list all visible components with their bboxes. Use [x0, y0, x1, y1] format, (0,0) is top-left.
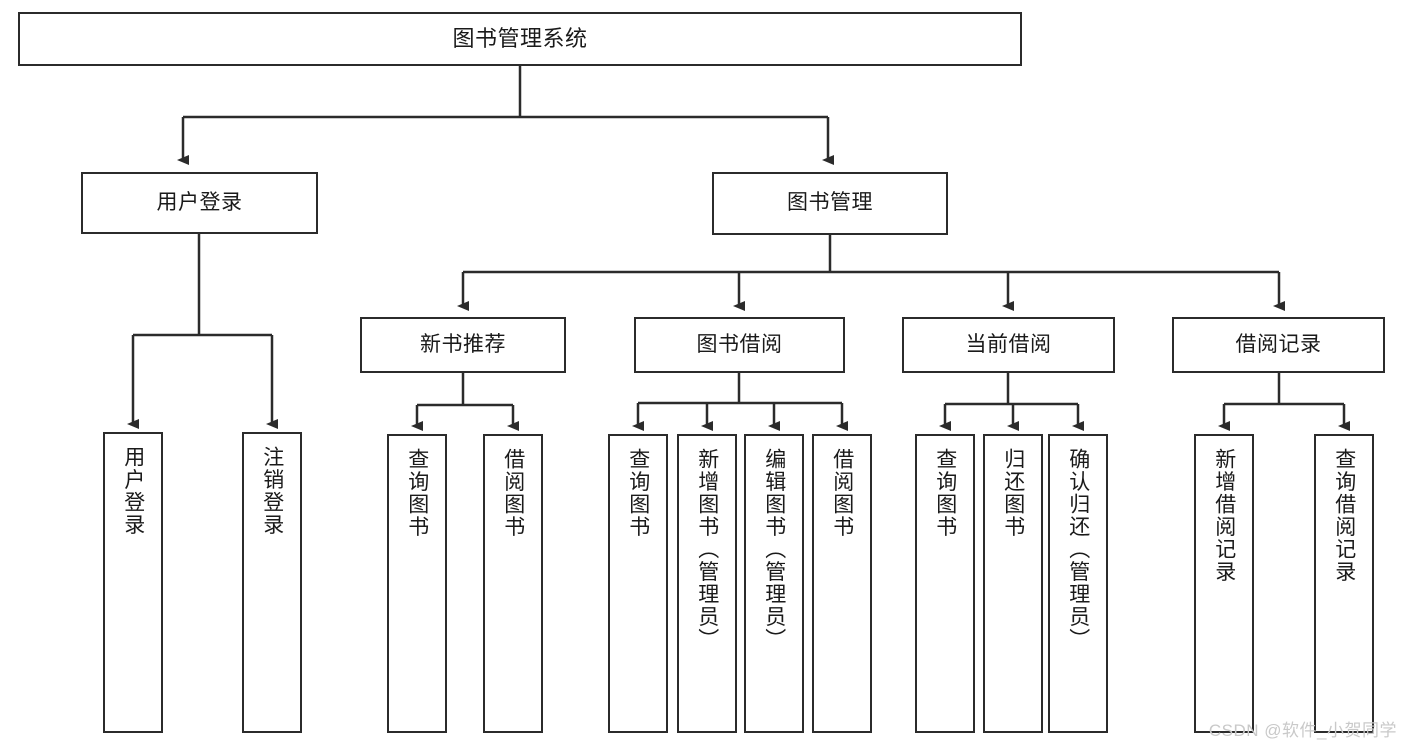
node-label: 查询图书 [405, 448, 429, 538]
node-label: 编辑图书（管理员） [762, 448, 786, 651]
node-label: 图书管理系统 [452, 26, 588, 52]
leaf-borrow-query-book[interactable]: 查询图书 [608, 434, 668, 733]
leaf-borrow-borrow-book[interactable]: 借阅图书 [812, 434, 872, 733]
node-label: 查询图书 [626, 448, 650, 538]
leaf-borrow-edit-book-admin[interactable]: 编辑图书（管理员） [744, 434, 804, 733]
leaf-user-login-signout[interactable]: 注销登录 [242, 432, 302, 733]
node-root-library-system[interactable]: 图书管理系统 [18, 12, 1022, 66]
node-label: 新增图书（管理员） [695, 448, 719, 651]
leaf-new-books-borrow[interactable]: 借阅图书 [483, 434, 543, 733]
leaf-current-query-book[interactable]: 查询图书 [915, 434, 975, 733]
node-label: 用户登录 [156, 190, 243, 214]
leaf-borrow-add-book-admin[interactable]: 新增图书（管理员） [677, 434, 737, 733]
leaf-records-query-record[interactable]: 查询借阅记录 [1314, 434, 1374, 733]
node-label: 确认归还（管理员） [1066, 448, 1090, 651]
node-borrow-records[interactable]: 借阅记录 [1172, 317, 1385, 373]
node-label: 查询图书 [933, 448, 957, 538]
node-label: 归还图书 [1001, 448, 1025, 538]
node-book-management[interactable]: 图书管理 [712, 172, 948, 235]
node-label: 新书推荐 [420, 332, 506, 356]
node-current-borrowing[interactable]: 当前借阅 [902, 317, 1115, 373]
node-label: 当前借阅 [965, 332, 1052, 356]
node-label: 借阅图书 [830, 448, 854, 538]
node-label: 借阅图书 [501, 448, 525, 538]
node-label: 查询借阅记录 [1332, 448, 1356, 583]
node-label: 用户登录 [121, 446, 145, 536]
node-label: 图书管理 [787, 191, 873, 215]
node-label: 图书借阅 [696, 332, 783, 356]
csdn-watermark: CSDN @软件_小贺同学 [1208, 721, 1397, 740]
node-book-borrowing[interactable]: 图书借阅 [634, 317, 845, 373]
leaf-new-books-query[interactable]: 查询图书 [387, 434, 447, 733]
leaf-records-add-record[interactable]: 新增借阅记录 [1194, 434, 1254, 733]
leaf-user-login-signin[interactable]: 用户登录 [103, 432, 163, 733]
node-label: 借阅记录 [1235, 332, 1322, 356]
leaf-current-return-book[interactable]: 归还图书 [983, 434, 1043, 733]
node-label: 注销登录 [260, 446, 284, 536]
node-new-book-recommendation[interactable]: 新书推荐 [360, 317, 566, 373]
leaf-current-confirm-return-admin[interactable]: 确认归还（管理员） [1048, 434, 1108, 733]
node-label: 新增借阅记录 [1212, 448, 1236, 583]
node-user-login[interactable]: 用户登录 [81, 172, 318, 234]
